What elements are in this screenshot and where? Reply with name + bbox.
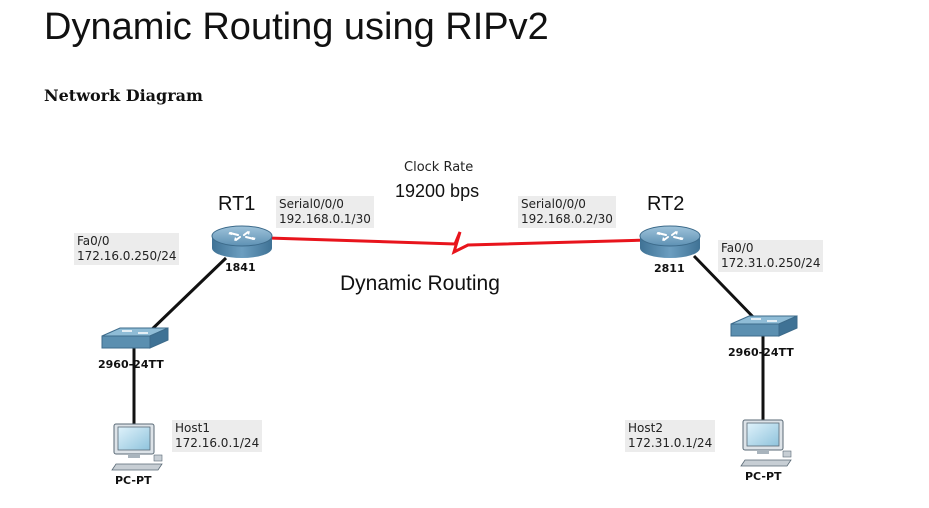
link-rt2-switch2 xyxy=(692,254,760,324)
switch-1[interactable] xyxy=(101,327,169,349)
rt1-fa-label: Fa0/0 172.16.0.250/24 xyxy=(74,233,180,265)
link-rt1-switch1 xyxy=(144,256,228,337)
host2-name: Host2 xyxy=(628,421,663,435)
switch1-model: 2960-24TT xyxy=(98,358,164,371)
rt1-fa-ip: 172.16.0.250/24 xyxy=(77,249,177,263)
rt2-model: 2811 xyxy=(654,262,685,275)
router-rt1[interactable] xyxy=(211,225,273,258)
rt1-name: RT1 xyxy=(218,193,256,215)
serial-link xyxy=(267,231,649,255)
rt1-fa-if: Fa0/0 xyxy=(77,234,110,248)
page-title: Dynamic Routing using RIPv2 xyxy=(44,6,549,48)
clock-rate-label: Clock Rate xyxy=(404,160,474,175)
rt2-fa-label: Fa0/0 172.31.0.250/24 xyxy=(718,240,824,272)
host2-label: Host2 172.31.0.1/24 xyxy=(625,420,716,452)
pc-host2[interactable] xyxy=(740,419,792,467)
switch2-model: 2960-24TT xyxy=(728,346,794,359)
host2-ip: 172.31.0.1/24 xyxy=(628,436,713,450)
rt2-serial-label: Serial0/0/0 192.168.0.2/30 xyxy=(518,196,616,228)
rt2-serial-if: Serial0/0/0 xyxy=(521,197,586,211)
section-subtitle: Network Diagram xyxy=(44,86,203,105)
dynamic-routing-label: Dynamic Routing xyxy=(340,272,500,295)
rt1-serial-if: Serial0/0/0 xyxy=(279,197,344,211)
router-rt2[interactable] xyxy=(639,225,701,258)
host1-name: Host1 xyxy=(175,421,210,435)
rt2-fa-if: Fa0/0 xyxy=(721,241,754,255)
host2-type: PC-PT xyxy=(745,470,782,483)
rt2-serial-ip: 192.168.0.2/30 xyxy=(521,212,613,226)
host1-ip: 172.16.0.1/24 xyxy=(175,436,260,450)
host1-type: PC-PT xyxy=(115,474,152,487)
rt1-model: 1841 xyxy=(225,261,256,274)
rt2-fa-ip: 172.31.0.250/24 xyxy=(721,256,821,270)
rt1-serial-label: Serial0/0/0 192.168.0.1/30 xyxy=(276,196,374,228)
switch-2[interactable] xyxy=(730,315,798,337)
host1-label: Host1 172.16.0.1/24 xyxy=(172,420,263,452)
rt1-serial-ip: 192.168.0.1/30 xyxy=(279,212,371,226)
clock-rate-value: 19200 bps xyxy=(395,181,480,201)
pc-host1[interactable] xyxy=(111,423,163,471)
rt2-name: RT2 xyxy=(647,193,685,215)
